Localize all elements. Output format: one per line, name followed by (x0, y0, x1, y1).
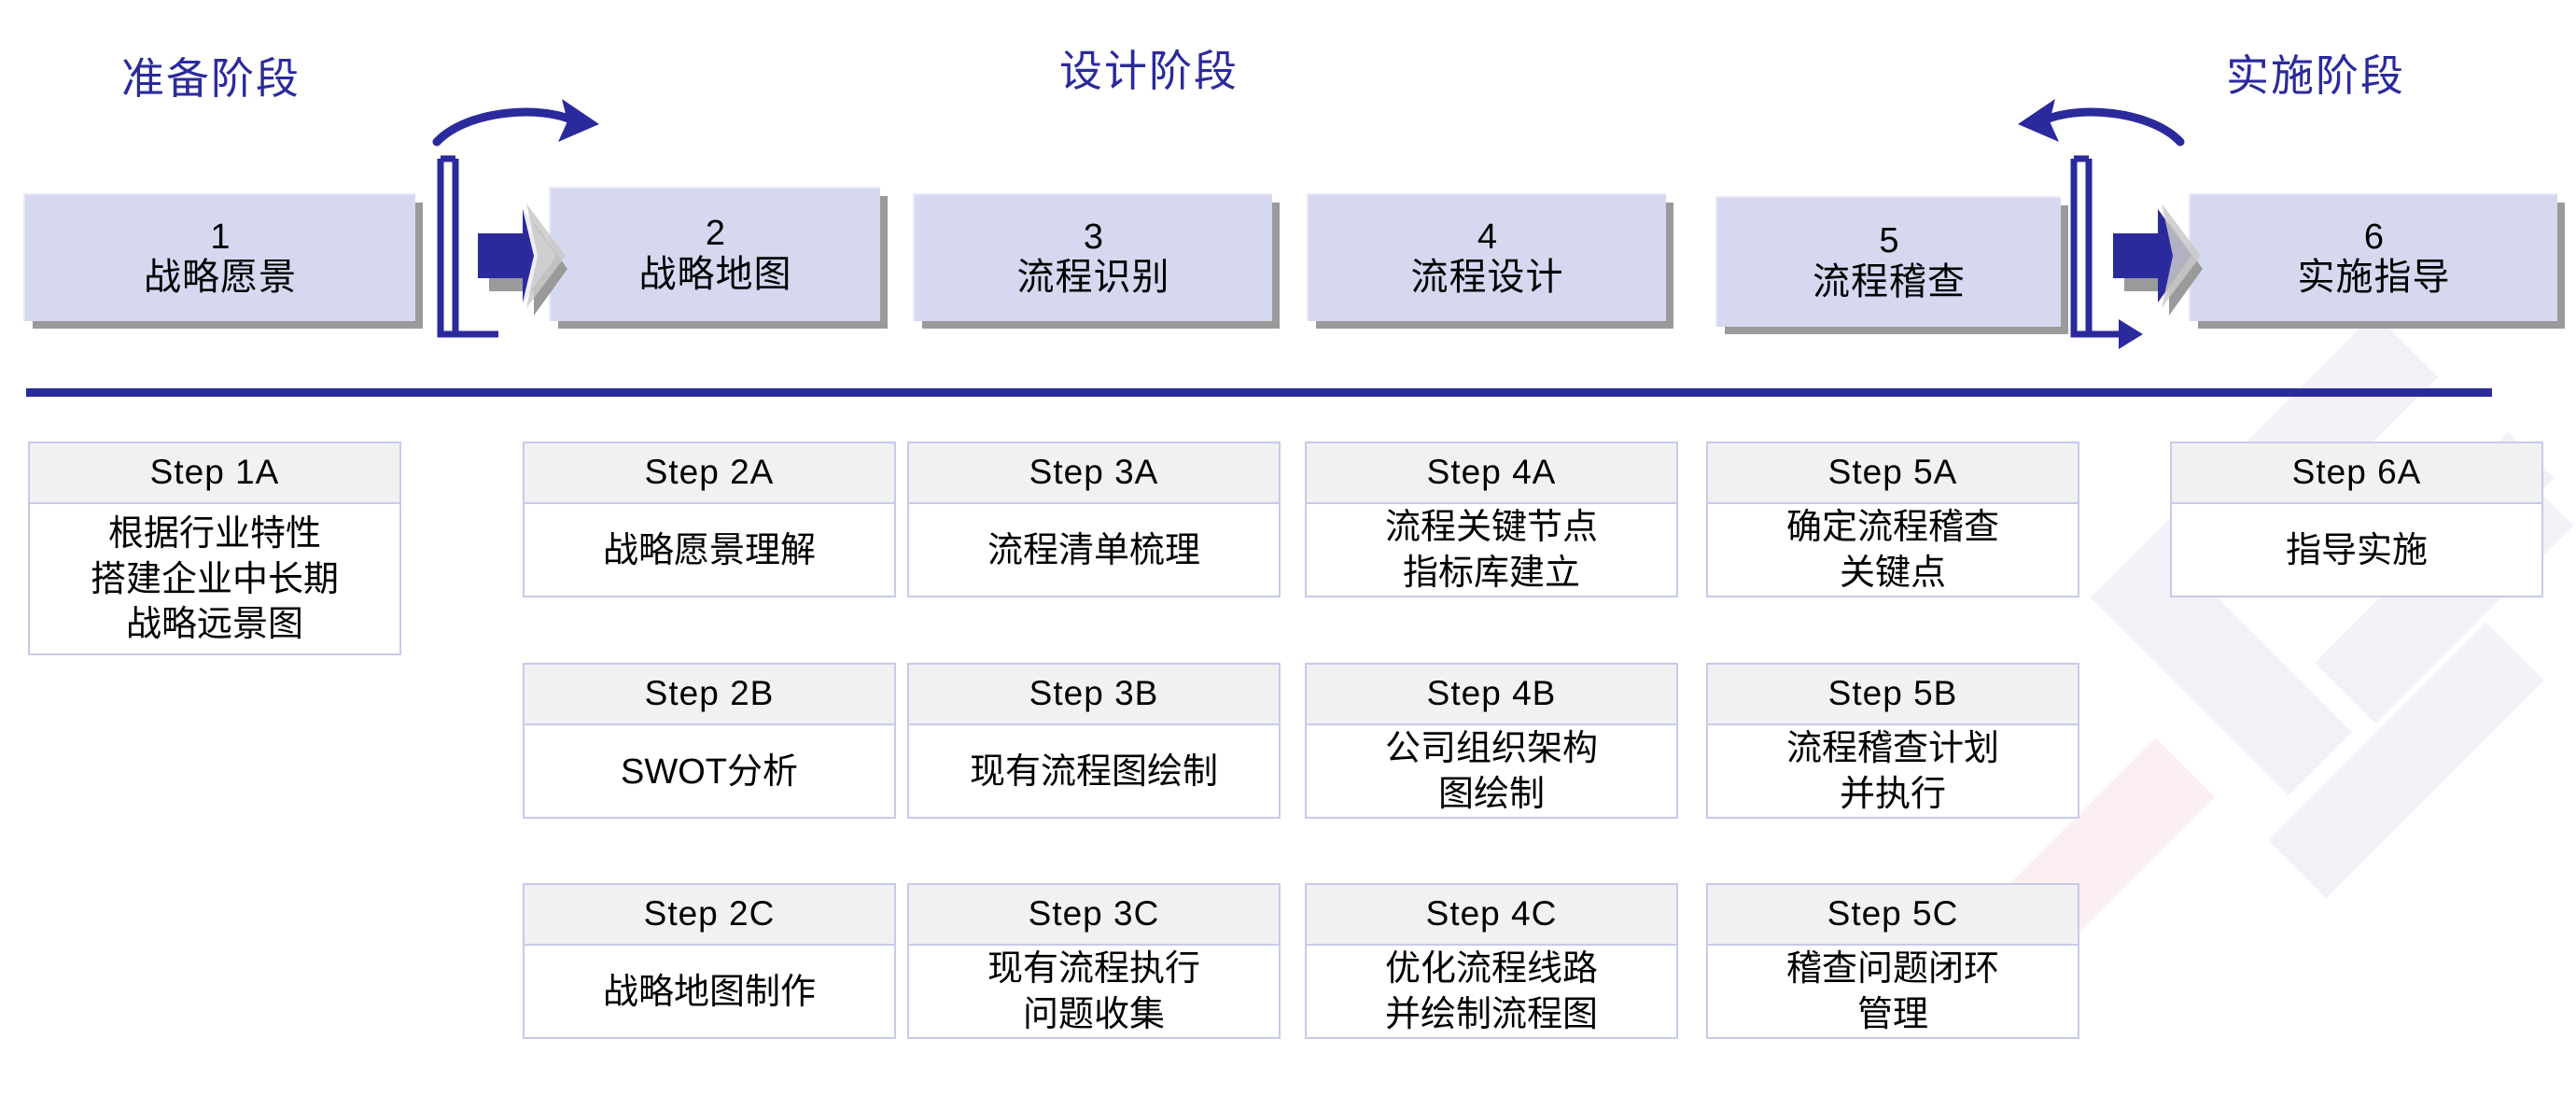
phase-box-name: 战略地图 (638, 253, 792, 295)
step-card-title: Step 3C (909, 885, 1279, 946)
step-card-4c[interactable]: Step 4C 优化流程线路 并绘制流程图 (1305, 883, 1678, 1039)
phase-box-name: 流程识别 (1016, 257, 1170, 299)
phase-box-number: 1 (210, 217, 231, 257)
step-card-2a[interactable]: Step 2A 战略愿景理解 (523, 442, 896, 597)
bracket-icon (437, 155, 498, 338)
phase-title-design: 设计阶段 (1059, 47, 1239, 95)
step-card-title: Step 3B (909, 665, 1279, 725)
step-card-5a[interactable]: Step 5A 确定流程稽查 关键点 (1706, 442, 2079, 597)
phase-box-name: 流程设计 (1410, 257, 1564, 299)
step-card-5c[interactable]: Step 5C 稽查问题闭环 管理 (1706, 883, 2079, 1039)
step-card-body: 公司组织架构 图绘制 (1384, 729, 1598, 814)
phase-box-number: 5 (1879, 221, 1899, 261)
step-card-body: 流程关键节点 指标库建立 (1384, 508, 1598, 593)
step-card-body: SWOT分析 (621, 751, 798, 792)
step-card-title: Step 4B (1307, 665, 1676, 725)
phase-box-1[interactable]: 1 战略愿景 (23, 193, 415, 321)
connector-reverse-arrow-group (1988, 84, 2231, 355)
step-card-3c[interactable]: Step 3C 现有流程执行 问题收集 (907, 883, 1281, 1039)
phase-box-3[interactable]: 3 流程识别 (913, 193, 1272, 321)
curved-arrow-right-icon (432, 99, 599, 147)
step-card-title: Step 5B (1708, 665, 2078, 725)
phase-title-implement: 实施阶段 (2226, 51, 2405, 100)
step-card-body: 确定流程稽查 关键点 (1785, 508, 1999, 593)
step-card-title: Step 5C (1708, 885, 2078, 946)
step-card-1a[interactable]: Step 1A 根据行业特性 搭建企业中长期 战略远景图 (28, 442, 401, 655)
step-card-title: Step 6A (2172, 443, 2541, 504)
watermark (1997, 313, 2576, 1109)
step-card-body: 现有流程图绘制 (969, 751, 1218, 792)
step-card-title: Step 2A (525, 443, 894, 504)
step-card-6a[interactable]: Step 6A 指导实施 (2170, 442, 2543, 597)
step-card-body: 流程清单梳理 (987, 530, 1200, 570)
step-card-2b[interactable]: Step 2B SWOT分析 (523, 663, 896, 819)
step-card-body: 优化流程线路 并绘制流程图 (1384, 949, 1598, 1034)
step-card-body: 流程稽查计划 并执行 (1785, 729, 1999, 814)
step-card-2c[interactable]: Step 2C 战略地图制作 (523, 883, 896, 1039)
phase-box-number: 3 (1083, 217, 1104, 257)
phase-title-prepare: 准备阶段 (121, 54, 301, 103)
bracket-icon (2070, 155, 2143, 349)
step-card-4a[interactable]: Step 4A 流程关键节点 指标库建立 (1305, 442, 1678, 597)
step-card-title: Step 2B (525, 665, 894, 725)
curved-arrow-left-icon (2018, 99, 2185, 147)
step-card-3b[interactable]: Step 3B 现有流程图绘制 (907, 663, 1281, 819)
step-card-title: Step 2C (525, 885, 894, 946)
phase-box-number: 2 (705, 214, 726, 254)
step-card-4b[interactable]: Step 4B 公司组织架构 图绘制 (1305, 663, 1678, 819)
step-card-5b[interactable]: Step 5B 流程稽查计划 并执行 (1706, 663, 2079, 819)
phase-box-4[interactable]: 4 流程设计 (1307, 193, 1666, 321)
phase-box-5[interactable]: 5 流程稽查 (1715, 196, 2061, 327)
section-divider (26, 388, 2492, 397)
step-card-title: Step 3A (909, 443, 1279, 504)
phase-box-name: 流程稽查 (1813, 260, 1966, 302)
step-card-body: 现有流程执行 问题收集 (987, 949, 1200, 1034)
step-card-title: Step 5A (1708, 443, 2078, 504)
step-card-body: 战略地图制作 (602, 972, 816, 1012)
step-card-title: Step 1A (30, 443, 399, 504)
phase-box-number: 4 (1477, 217, 1498, 257)
step-card-body: 稽查问题闭环 管理 (1785, 949, 1999, 1034)
step-card-title: Step 4C (1307, 885, 1676, 946)
phase-box-number: 6 (2363, 217, 2385, 257)
phase-box-2[interactable]: 2 战略地图 (549, 187, 880, 321)
step-card-body: 根据行业特性 搭建企业中长期 战略远景图 (90, 514, 339, 645)
phase-box-name: 战略愿景 (144, 257, 297, 299)
phase-box-6[interactable]: 6 实施指导 (2189, 193, 2557, 321)
block-arrow-right-icon (478, 204, 567, 316)
step-card-body: 战略愿景理解 (602, 530, 816, 570)
phase-box-name: 实施指导 (2297, 257, 2451, 299)
step-card-3a[interactable]: Step 3A 流程清单梳理 (907, 442, 1281, 597)
block-arrow-right-icon (2113, 204, 2203, 316)
step-card-body: 指导实施 (2285, 530, 2428, 570)
step-card-title: Step 4A (1307, 443, 1676, 504)
connector-forward-arrow-group (401, 84, 635, 355)
